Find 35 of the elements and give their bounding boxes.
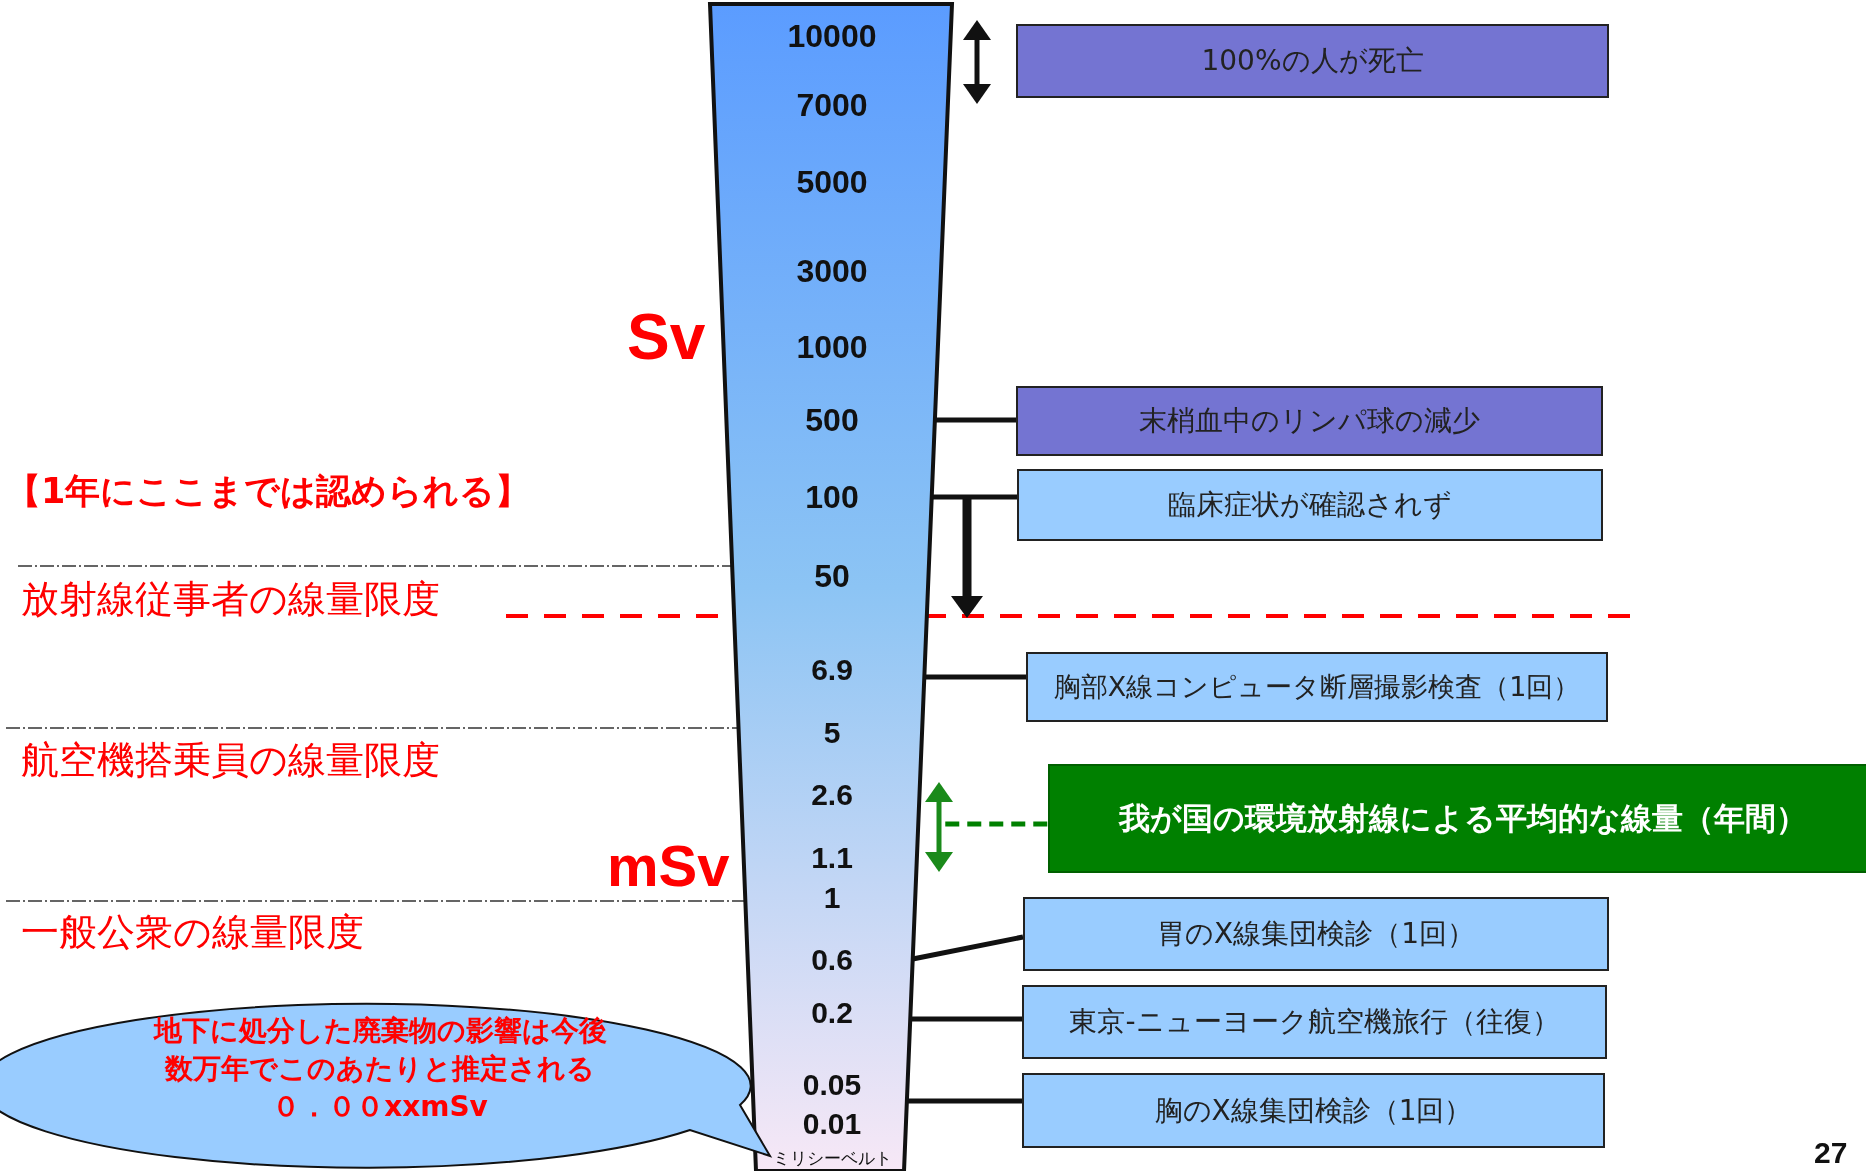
- info-box: 東京-ニューヨーク航空機旅行（往復）: [1022, 985, 1607, 1059]
- info-box: 胸部X線コンピュータ断層撮影検査（1回）: [1026, 652, 1608, 722]
- limit-label: 一般公衆の線量限度: [21, 909, 364, 956]
- scale-value: 50: [814, 557, 850, 595]
- info-box: 臨床症状が確認されず: [1017, 469, 1603, 541]
- info-box: 100%の人が死亡: [1016, 24, 1609, 98]
- scale-value: 5000: [796, 163, 868, 201]
- scale-value: 7000: [796, 86, 868, 124]
- unit-label: mSv: [607, 832, 730, 899]
- unit-label: ミリシーベルト: [772, 1146, 892, 1170]
- info-box: 胃のX線集団検診（1回）: [1023, 897, 1609, 971]
- scale-value: 0.2: [811, 996, 853, 1030]
- scale-value: 100: [805, 478, 859, 516]
- limit-label: 航空機搭乗員の線量限度: [21, 737, 440, 784]
- scale-value: 0.6: [811, 943, 853, 977]
- connector-line: [945, 821, 1048, 827]
- scale-value: 10000: [787, 17, 877, 55]
- info-box: 胸のX線集団検診（1回）: [1022, 1073, 1605, 1148]
- scale-value: 3000: [796, 252, 868, 290]
- scale-value: 6.9: [811, 653, 853, 687]
- scale-value: 2.6: [811, 778, 853, 812]
- scale-value: 0.05: [802, 1068, 862, 1102]
- scale-value: 5: [823, 716, 841, 750]
- page-number: 27: [1814, 1136, 1848, 1170]
- unit-label: Sv: [627, 300, 706, 374]
- info-box: 我が国の環境放射線による平均的な線量（年間）: [1048, 764, 1866, 873]
- info-box: 末梢血中のリンパ球の減少: [1016, 386, 1603, 456]
- scale-value: 1000: [796, 328, 868, 366]
- limit-label: 放射線従事者の線量限度: [21, 576, 440, 623]
- scale-value: 500: [805, 401, 859, 439]
- scale-value: 0.01: [802, 1107, 862, 1141]
- note-text: 【1年にここまでは認められる】: [6, 470, 531, 513]
- scale-value: 1.1: [811, 841, 853, 875]
- callout-text: 地下に処分した廃棄物の影響は今後数万年でこのあたりと推定される０．００xxmSv: [152, 1013, 608, 1125]
- scale-value: 1: [823, 881, 841, 915]
